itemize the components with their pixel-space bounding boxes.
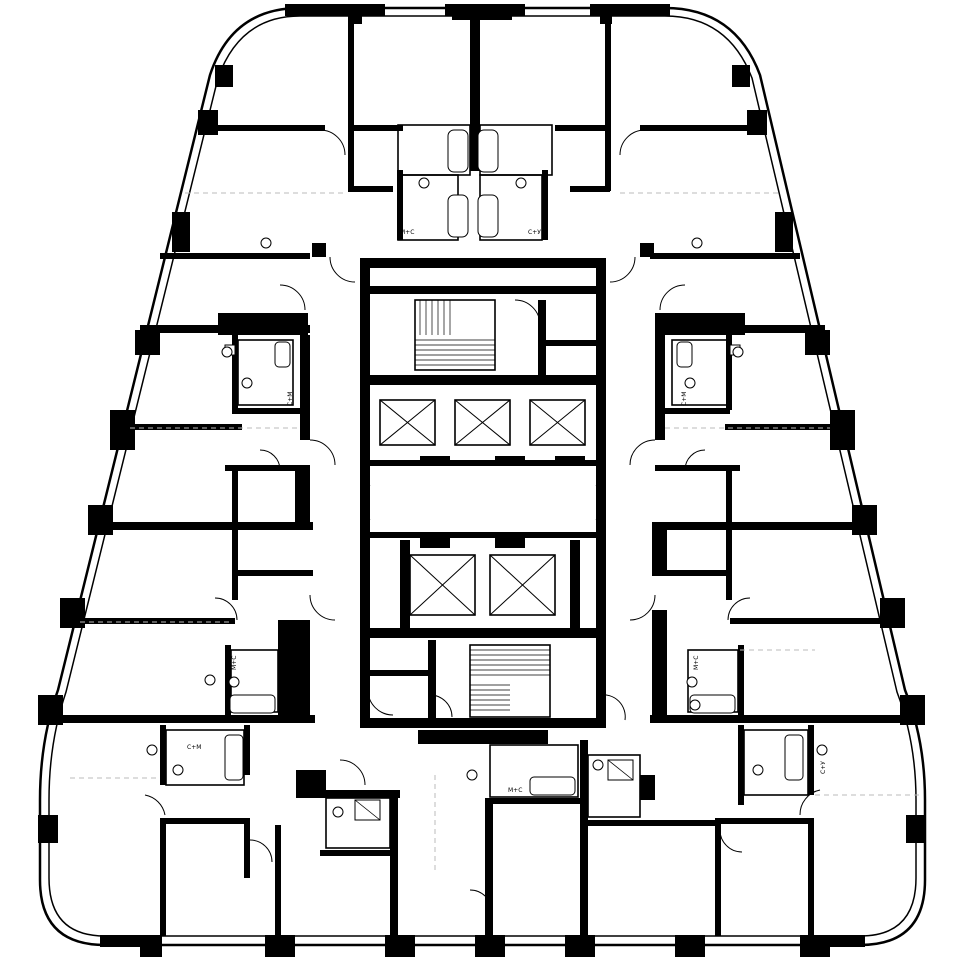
label-washer-dryer: М+С	[231, 656, 238, 670]
elevator-bank-bottom	[409, 538, 556, 616]
appliance-labels: М+С С+У С+М М+С С+М С+М М+С М+С С+У	[187, 229, 827, 794]
label-washer-dryer: С+М	[187, 744, 201, 751]
interior-walls	[40, 16, 925, 936]
door-swings	[144, 129, 821, 913]
bathroom-partitions	[165, 124, 809, 849]
stair-core-bottom	[469, 644, 551, 718]
label-washer-dryer: М+С	[693, 656, 700, 670]
label-washer-dryer: М+С	[508, 787, 522, 794]
dashed-boundaries	[70, 192, 920, 870]
label-washer-dryer: С+М	[287, 392, 294, 406]
bathroom-fixtures	[146, 129, 828, 821]
label-washer-dryer: С+У	[820, 761, 827, 774]
label-washer-dryer: М+С	[400, 229, 414, 236]
label-washer-dryer: С+У	[528, 229, 541, 236]
label-washer-dryer: С+М	[681, 392, 688, 406]
elevator-bank-top	[379, 399, 586, 466]
stair-core-top	[414, 299, 496, 371]
